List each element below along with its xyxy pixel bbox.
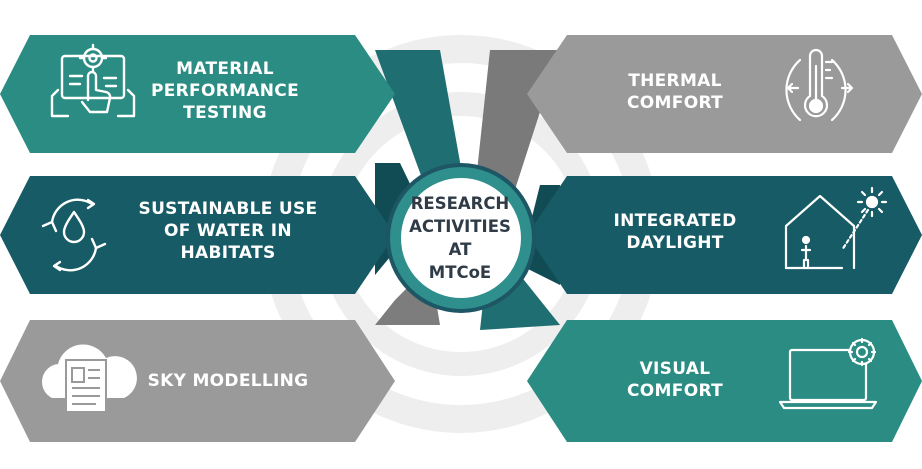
center-title: RESEARCH ACTIVITIES AT MTCoE (400, 188, 520, 288)
label-material-performance-testing: MATERIAL PERFORMANCE TESTING (145, 58, 305, 124)
label-thermal-comfort: THERMAL COMFORT (600, 70, 750, 114)
center-circle (386, 163, 536, 313)
panel-sustainable-use-of-water (0, 176, 395, 294)
label-line: OF WATER IN (164, 221, 292, 241)
label-line: HABITATS (180, 243, 276, 263)
center-title-line: ACTIVITIES (409, 217, 511, 236)
panel-integrated-daylight (527, 176, 922, 294)
hand-touch-gear-icon (50, 43, 136, 118)
label-line: COMFORT (627, 93, 723, 113)
cloud-document-icon (42, 344, 137, 413)
thermometer-icon (785, 48, 854, 122)
label-line: SUSTAINABLE USE (138, 199, 318, 219)
label-visual-comfort: VISUAL COMFORT (600, 358, 750, 402)
label-line: SKY MODELLING (147, 371, 309, 391)
center-title-line: MTCoE (428, 263, 492, 282)
center-title-line: AT (448, 240, 472, 259)
house-sun-icon (784, 186, 888, 270)
label-line: DAYLIGHT (626, 233, 724, 253)
label-integrated-daylight: INTEGRATED DAYLIGHT (595, 210, 755, 254)
panel-thermal-comfort (527, 35, 922, 153)
label-line: COMFORT (627, 381, 723, 401)
laptop-sun-icon (778, 337, 878, 410)
label-line: TESTING (183, 103, 267, 123)
water-drop-cycle-icon (41, 198, 107, 272)
label-line: THERMAL (628, 71, 722, 91)
label-line: VISUAL (639, 359, 711, 379)
label-line: PERFORMANCE (150, 81, 299, 101)
label-line: INTEGRATED (613, 211, 737, 231)
center-title-line: RESEARCH (410, 194, 510, 213)
label-sustainable-use-of-water: SUSTAINABLE USE OF WATER IN HABITATS (128, 198, 328, 264)
label-line: MATERIAL (176, 59, 274, 79)
label-sky-modelling: SKY MODELLING (128, 370, 328, 392)
